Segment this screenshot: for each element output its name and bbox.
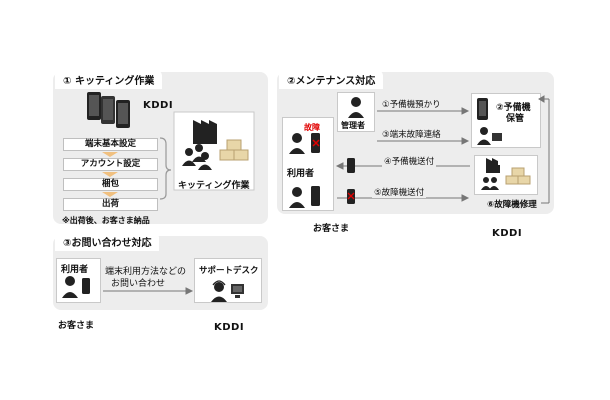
inquiry-text-2: お問い合わせ xyxy=(111,279,166,289)
flow-phone-icon xyxy=(347,158,355,204)
support-operator-icon xyxy=(211,280,244,302)
step-packing: 梱包 xyxy=(63,178,158,191)
inquiry-user-label: 利用者 xyxy=(61,265,89,275)
inquiry-user-box xyxy=(56,258,101,303)
inquiry-panel-title: ③お問い合わせ対応 xyxy=(55,232,160,251)
inquiry-arrow xyxy=(103,287,194,295)
spare-phone-icon xyxy=(477,98,488,120)
step-arrow-icon xyxy=(102,152,118,157)
boxes-icon xyxy=(219,139,249,161)
broken-phone-icon xyxy=(311,133,320,206)
step-device-setup: 端末基本設定 xyxy=(63,138,158,151)
maintenance-brand-logo: KDDI xyxy=(492,228,523,239)
workers-icon xyxy=(182,144,212,170)
brace-shape xyxy=(159,137,172,200)
customer-user-box xyxy=(282,117,334,211)
inquiry-text-1: 端末利用方法などの xyxy=(105,267,187,277)
spare-staff-icon xyxy=(477,127,502,145)
flow-label-spare-send: ④予備機送付 xyxy=(382,155,437,167)
kitting-note: ※出荷後、お客さま納品 xyxy=(62,216,150,225)
spare-label-2: 保管 xyxy=(506,114,525,124)
customer-user-label: 利用者 xyxy=(287,169,315,179)
support-desk-box xyxy=(194,258,262,303)
flow-label-fault-report: ③端末故障連絡 xyxy=(380,128,443,140)
step-arrow-icon xyxy=(102,172,118,177)
spare-label-1: ②予備機 xyxy=(496,103,531,113)
user-person-icon xyxy=(289,133,305,208)
admin-person-icon xyxy=(348,97,364,118)
flow-arrows xyxy=(335,95,550,204)
flow-label-fault-send: ⑤故障機送付 xyxy=(372,186,427,198)
repair-factory-icon xyxy=(481,158,531,190)
inquiry-customer-caption: お客さま xyxy=(58,321,95,331)
repair-label: ⑥故障機修理 xyxy=(487,200,537,210)
inquiry-user-icon xyxy=(62,276,90,298)
maintenance-panel-title: ②メンテナンス対応 xyxy=(279,70,384,89)
step-shipping: 出荷 xyxy=(63,198,158,211)
admin-label: 管理者 xyxy=(341,121,365,130)
flow-label-spare-custody: ①予備機預かり xyxy=(380,98,443,110)
kitting-panel-title: ① キッティング作業 xyxy=(55,70,163,89)
maintenance-customer-caption: お客さま xyxy=(313,224,350,234)
kitting-label: キッティング作業 xyxy=(178,181,250,191)
factory-icon xyxy=(193,120,217,144)
support-desk-label: サポートデスク xyxy=(199,266,259,276)
step-account-setup: アカウント設定 xyxy=(63,158,158,171)
kitting-brand-logo: KDDI xyxy=(143,100,174,111)
step-arrow-icon xyxy=(102,192,118,197)
inquiry-brand-logo: KDDI xyxy=(214,322,245,333)
phone-stack-icon xyxy=(87,92,130,128)
fault-label: 故障 xyxy=(304,123,320,132)
